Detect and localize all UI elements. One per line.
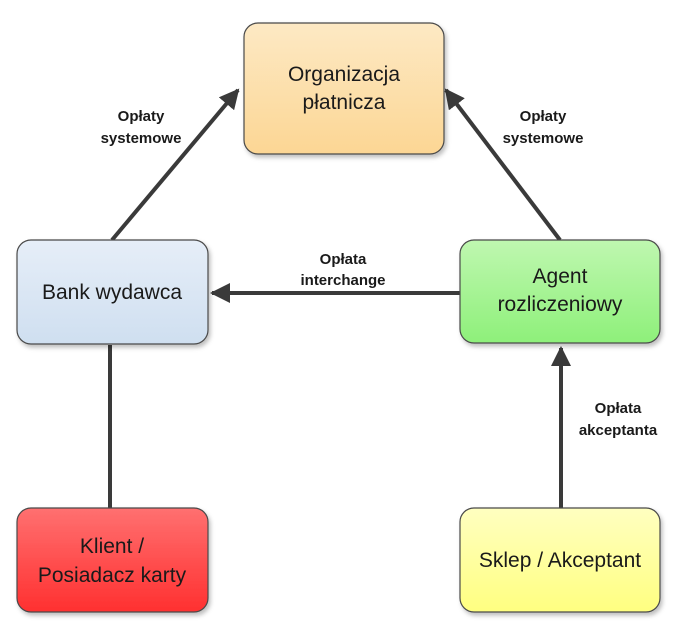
node-sklep-label: Sklep / Akceptant — [479, 549, 641, 572]
node-agent-label-1: Agent — [533, 265, 588, 288]
edge-label-agent-to-organizacja: Opłaty systemowe — [503, 108, 584, 147]
edge-label-agent-bank-2: interchange — [300, 272, 385, 289]
edge-label-agent-org-1: Opłaty — [520, 108, 567, 125]
edge-agent-to-organizacja — [444, 88, 562, 242]
edge-label-agent-org-2: systemowe — [503, 130, 584, 147]
node-bank-wydawca: Bank wydawca — [16, 239, 209, 345]
edge-label-bank-org-1: Opłaty — [118, 108, 165, 125]
edge-bank-to-organizacja — [110, 88, 240, 242]
node-klient-label-2: Posiadacz karty — [38, 564, 187, 587]
edge-label-sklep-to-agent: Opłata akceptanta — [579, 400, 658, 439]
edge-label-bank-org-2: systemowe — [101, 130, 182, 147]
edge-label-agent-bank-1: Opłata — [320, 251, 367, 268]
node-organizacja-label-2: płatnicza — [303, 91, 386, 114]
node-agent-rozliczeniowy: Agent rozliczeniowy — [459, 239, 661, 344]
edge-label-sklep-agent-2: akceptanta — [579, 422, 658, 439]
node-klient-label-1: Klient / — [80, 535, 144, 558]
node-klient-posiadacz-karty: Klient / Posiadacz karty — [16, 507, 209, 613]
node-sklep-akceptant: Sklep / Akceptant — [459, 507, 661, 613]
edge-label-bank-to-organizacja: Opłaty systemowe — [101, 108, 182, 147]
node-agent-label-2: rozliczeniowy — [498, 293, 623, 316]
node-organizacja-platnicza: Organizacja płatnicza — [243, 22, 445, 155]
edge-label-agent-to-bank: Opłata interchange — [300, 251, 385, 289]
edge-label-sklep-agent-1: Opłata — [595, 400, 642, 417]
node-organizacja-label-1: Organizacja — [288, 63, 400, 86]
node-bank-label: Bank wydawca — [42, 281, 182, 304]
